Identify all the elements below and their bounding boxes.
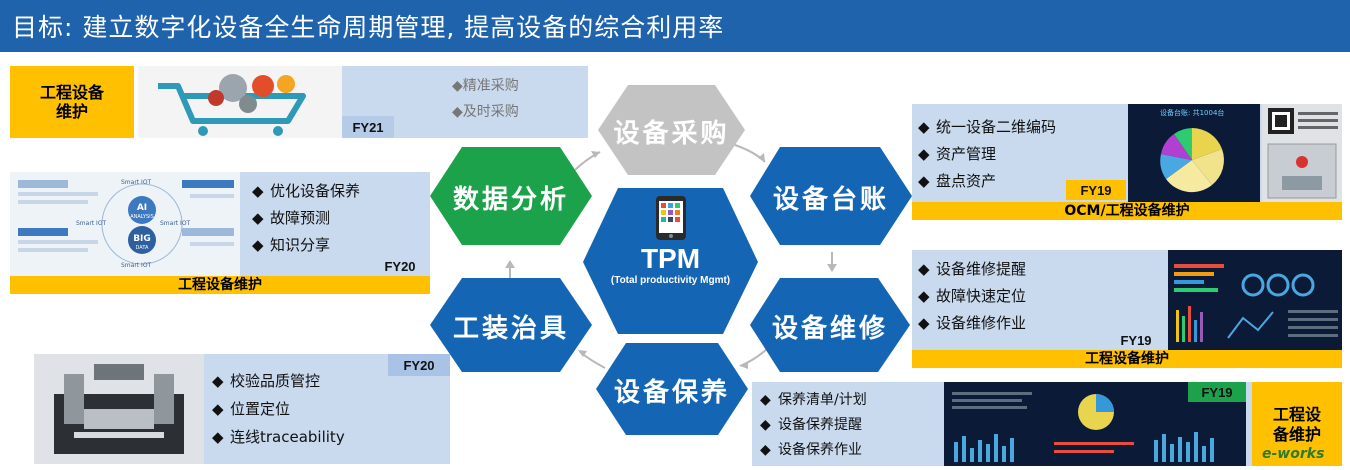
repair-fy: FY19 [1106, 330, 1166, 350]
hex-analysis-label: 数据分析 [452, 185, 569, 215]
maintenance-item-1: ◆保养清单/计划 [760, 392, 867, 408]
ledger-item-3: ◆盘点资产 [918, 172, 997, 190]
analysis-ring-label: Smart IOT [121, 262, 152, 269]
tpm-subtitle: (Total productivity Mgmt) [610, 275, 731, 286]
title-bar [0, 0, 1350, 52]
fixture-fy: FY20 [388, 354, 450, 376]
ledger-photo [1262, 104, 1342, 202]
arrow-repair-maintenance [739, 347, 769, 367]
analysis-ring-label: Smart IOT [160, 220, 191, 227]
analysis-item-2: ◆故障预测 [252, 209, 331, 227]
hex-analysis [430, 147, 592, 245]
phone-icon [656, 196, 686, 240]
purchase-fy: FY21 [342, 116, 394, 138]
analysis-ring-label: Smart IOT [76, 220, 107, 227]
hex-repair-label: 设备维修 [771, 314, 888, 344]
maintenance-item-2: ◆设备保养提醒 [760, 417, 862, 433]
hex-repair [750, 278, 910, 372]
fixture-item-2: ◆位置定位 [212, 400, 291, 418]
repair-item-2: ◆故障快速定位 [918, 287, 1027, 305]
hex-ledger [750, 147, 912, 245]
analysis-footer: 工程设备维护 [10, 276, 430, 294]
tpm-title: TPM [640, 243, 701, 274]
maintenance-badge-text: 工程设 备维护 [1272, 405, 1321, 444]
fixture-item-1: ◆校验品质管控 [212, 372, 321, 390]
ledger-item-1: ◆统一设备二维编码 [918, 118, 1057, 136]
purchase-item-1: ◆精准采购 [452, 78, 519, 94]
analysis-ring-label: Smart IOT [121, 179, 152, 186]
hex-maintenance-label: 设备保养 [613, 378, 730, 408]
analysis-fy: FY20 [370, 256, 430, 276]
analysis-bigdata: BIG [133, 234, 151, 244]
maintenance-item-3: ◆设备保养作业 [760, 442, 862, 458]
analysis-item-3: ◆知识分享 [252, 236, 331, 254]
analysis-item-1: ◆优化设备保养 [252, 182, 361, 200]
hex-maintenance [596, 343, 748, 435]
analysis-bigdata-sub: DATA [135, 245, 149, 251]
ledger-item-2: ◆资产管理 [918, 145, 997, 163]
ledger-dashboard-title: 设备台账: 共1004台 [1160, 109, 1225, 117]
repair-footer: 工程设备维护 [912, 350, 1342, 368]
hex-purchase [598, 85, 745, 175]
maintenance-badge [1252, 382, 1342, 466]
fixture-item-3: ◆连线traceability [212, 428, 345, 446]
fixture-photo [34, 354, 204, 464]
page-title: 目标: 建立数字化设备全生命周期管理, 提高设备的综合利用率 [12, 13, 725, 42]
hex-tpm [583, 188, 758, 334]
ledger-dashboard [1128, 104, 1260, 202]
purchase-item-2: ◆及时采购 [452, 104, 519, 120]
analysis-diagram [10, 172, 240, 276]
purchase-badge [10, 66, 134, 138]
analysis-ai: AI [136, 203, 148, 213]
ledger-fy: FY19 [1066, 180, 1126, 200]
purchase-badge-text: 工程设备 维护 [39, 83, 104, 121]
cart-image [138, 66, 342, 138]
hex-fixture-label: 工装治具 [452, 314, 569, 344]
repair-item-3: ◆设备维修作业 [918, 314, 1027, 332]
repair-item-1: ◆设备维修提醒 [918, 260, 1027, 278]
hex-fixture [430, 278, 592, 372]
ework-watermark: e-works [1262, 446, 1325, 462]
maintenance-fy: FY19 [1188, 382, 1246, 402]
hex-purchase-label: 设备采购 [613, 119, 730, 149]
analysis-ai-sub: ANALYSIS [130, 214, 154, 220]
hex-ledger-label: 设备台账 [772, 185, 889, 215]
repair-dashboard [1168, 250, 1342, 350]
ledger-footer: OCM/工程设备维护 [912, 202, 1342, 220]
